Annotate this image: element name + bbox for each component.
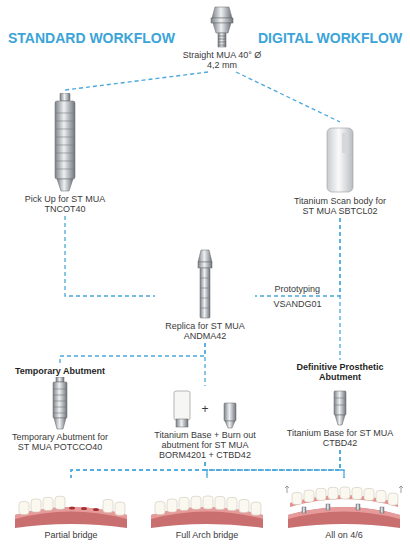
- part-caption: Pick Up for ST MUA TNCOT40: [17, 194, 113, 214]
- part-caption: Straight MUA 40° Ø 4,2 mm: [182, 50, 262, 70]
- plus-sign: +: [202, 403, 209, 415]
- section-heading: Temporary Abutment: [15, 366, 105, 376]
- dashed-connector: [65, 72, 208, 90]
- edge-label: Prototyping: [273, 284, 323, 294]
- workflow-heading: STANDARD WORKFLOW: [8, 30, 175, 47]
- part-caption: Titanium Base + Burn out abutment for ST…: [147, 430, 263, 460]
- component-node: Titanium Scan body for ST MUA SBTCL02: [290, 122, 390, 218]
- part-caption: All on 4/6: [325, 530, 363, 540]
- component-node: Titanium Base + Burn out abutment for ST…: [145, 386, 265, 462]
- dashed-connector: [236, 72, 340, 122]
- temporary-abutment-illustration: [45, 377, 75, 431]
- dashed-connector: [340, 450, 344, 478]
- part-caption: Titanium Base for ST MUA CTBD42: [280, 428, 400, 448]
- scanbody-illustration: [320, 125, 360, 195]
- dashed-connector: [339, 218, 340, 360]
- partial-bridge-illustration: [11, 481, 131, 529]
- component-node: Pick Up for ST MUA TNCOT40: [15, 90, 115, 216]
- component-node: Straight MUA 40° Ø 4,2 mm: [180, 2, 264, 72]
- treatment-option: Full Arch bridge: [144, 478, 270, 542]
- workflow-heading: DIGITAL WORKFLOW: [258, 30, 402, 47]
- dashed-connector: [255, 218, 340, 296]
- part-caption: Replica for ST MUA ANDMA42: [157, 321, 253, 341]
- dashed-connector: [60, 343, 205, 364]
- all-on-four-illustration: [284, 481, 404, 529]
- full-arch-illustration: [147, 481, 267, 529]
- treatment-option: Partial bridge: [8, 478, 134, 542]
- part-code: VSANDG01: [272, 299, 324, 309]
- component-node: Definitive Prosthetic Abutment Titanium …: [278, 360, 402, 450]
- component-node: Temporary Abutment Temporary Abutment fo…: [5, 364, 115, 454]
- abutment-illustration: [202, 5, 242, 49]
- replica-illustration: [190, 248, 220, 320]
- titanium-base-illustration: [325, 383, 355, 427]
- dashed-connector: [204, 343, 205, 386]
- dashed-connector: [65, 216, 155, 296]
- treatment-option: All on 4/6: [284, 478, 404, 542]
- pickup-illustration: [47, 93, 83, 193]
- part-caption: Partial bridge: [44, 530, 97, 540]
- part-caption: Full Arch bridge: [176, 530, 239, 540]
- section-heading: Definitive Prosthetic Abutment: [280, 362, 400, 382]
- component-node: Replica for ST MUA ANDMA42: [155, 245, 255, 343]
- part-caption: Titanium Scan body for ST MUA SBTCL02: [292, 196, 388, 216]
- part-caption: Temporary Abutment for ST MUA POTCCO40: [7, 432, 113, 452]
